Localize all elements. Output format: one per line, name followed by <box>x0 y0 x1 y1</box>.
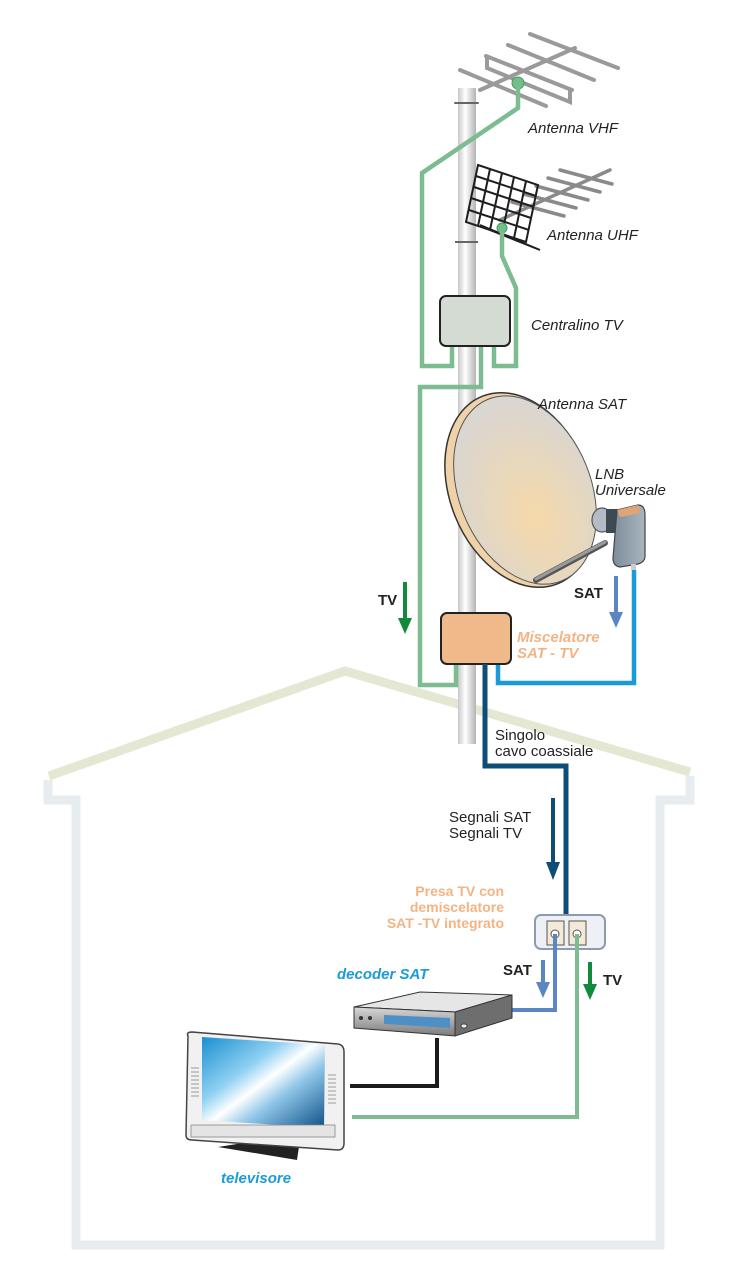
label-segnali-sat: Segnali SAT <box>449 809 531 826</box>
label-sat-tv-integrato: SAT -TV integrato <box>387 915 504 931</box>
label-segnali-tv: Segnali TV <box>449 825 522 842</box>
label-cavo-coassiale: cavo coassiale <box>495 743 593 760</box>
label-tv-bottom: TV <box>603 972 622 989</box>
label-miscelatore-sat-tv: SAT - TV <box>517 645 580 662</box>
house-outline <box>43 666 695 1250</box>
uhf-antenna-icon <box>455 163 614 251</box>
label-decoder-sat: decoder SAT <box>337 966 430 983</box>
label-demiscelatore: demiscelatore <box>410 899 504 915</box>
single-coax-cable <box>482 664 569 915</box>
sat-arrow-top-icon <box>609 576 623 628</box>
label-sat-top: SAT <box>574 585 603 602</box>
label-lnb-universale: Universale <box>595 482 666 499</box>
label-centralino-tv: Centralino TV <box>531 317 625 334</box>
televisore-icon <box>185 1031 345 1160</box>
signals-arrow-icon <box>546 798 560 880</box>
label-antenna-vhf: Antenna VHF <box>527 120 619 137</box>
label-televisore: televisore <box>221 1170 291 1187</box>
label-tv-top: TV <box>378 592 397 609</box>
sat-dish-icon <box>444 392 608 588</box>
decoder-sat-icon <box>353 991 513 1037</box>
label-presa-tv: Presa TV con <box>415 883 504 899</box>
label-antenna-uhf: Antenna UHF <box>546 227 639 244</box>
lnb-icon <box>591 504 646 570</box>
label-sat-bottom: SAT <box>503 962 532 979</box>
sat-cable <box>495 570 637 686</box>
centralino-tv-box <box>439 295 511 347</box>
house-roof <box>47 666 692 781</box>
house-wall-left <box>43 776 695 1250</box>
tv-cables <box>417 86 521 688</box>
label-antenna-sat: Antenna SAT <box>537 396 628 413</box>
decoder-to-tv-cable <box>350 1038 439 1088</box>
miscelatore-box <box>440 612 512 665</box>
tv-arrow-top-icon <box>398 582 412 634</box>
tv-cable-to-televisore <box>352 934 579 1119</box>
label-lnb: LNB <box>595 466 624 483</box>
wall-outlet-icon <box>534 914 606 950</box>
label-miscelatore: Miscelatore <box>517 629 600 646</box>
sat-arrow-bottom-icon <box>536 960 550 998</box>
vhf-antenna-icon <box>454 32 620 108</box>
tv-arrow-bottom-icon <box>583 962 597 1000</box>
sat-cable-to-decoder <box>510 934 557 1012</box>
label-singolo: Singolo <box>495 727 545 744</box>
